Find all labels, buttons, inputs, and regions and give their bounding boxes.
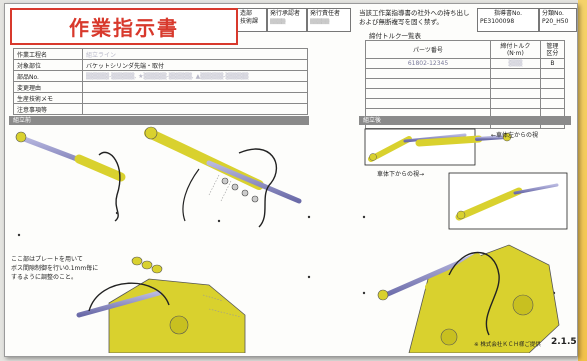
- document-title: 作業指示書: [69, 16, 179, 40]
- section-before-bar: 組立前: [9, 116, 309, 125]
- form-row: 部品No.▒▒▒▒▒-▒▒▒▒▒, ★▒▒▒▒▒-▒▒▒▒▒, ▲▒▒▒▒▒-▒…: [13, 70, 308, 82]
- torque-cell: [365, 78, 491, 89]
- footer-company: ※ 株式会社ＫＣＨ様ご提供: [474, 342, 541, 348]
- class-number-value: P20_H50: [542, 18, 569, 25]
- section-after-label: 組立後: [363, 117, 382, 124]
- form-row: 注意事項等: [13, 103, 308, 115]
- doc-number-label: 指導書No.: [494, 10, 522, 17]
- torque-row: 61802-12345 ▒▒▒ B: [365, 58, 566, 69]
- torque-cell: [539, 78, 566, 89]
- section-after-bar: 組立後: [359, 116, 571, 125]
- form-key: 部品No.: [13, 70, 83, 82]
- torque-row: [365, 98, 566, 109]
- form-key: 注意事項等: [13, 103, 83, 115]
- torque-cell: [365, 98, 491, 109]
- form-value-blurred: ▒▒▒▒▒-▒▒▒▒▒, ★▒▒▒▒▒-▒▒▒▒▒, ▲▒▒▒▒▒-▒▒▒▒▒: [82, 70, 308, 82]
- class-number-label: 分類No.: [542, 10, 564, 17]
- form-value: バケットシリンダ先端・取付: [82, 59, 308, 71]
- header-cell-approver: 発行承認者 ▒▒▒▒: [267, 8, 307, 32]
- cylinder-after-right: [415, 132, 512, 147]
- doc-number-cell: 指導書No. PE3100098: [477, 8, 539, 32]
- torque-cell: [490, 78, 541, 89]
- view-left-label: ←車体左からの視: [491, 132, 539, 139]
- form-row: 対象部位バケットシリンダ先端・取付: [13, 59, 308, 71]
- view-bottom-label: 車体下からの視→: [377, 171, 425, 178]
- cylinder-before-1: [15, 131, 126, 222]
- header-cell-label: 発行承認者: [270, 10, 301, 17]
- form-value: 組立ライン: [82, 48, 308, 60]
- form-row: 変更理由: [13, 81, 308, 93]
- torque-header: 締付トルク (N·m): [490, 40, 541, 59]
- form-key: 変更理由: [13, 81, 83, 93]
- torque-header: 管理 区分: [539, 40, 566, 59]
- torque-cell: [365, 88, 491, 99]
- cylinder-after-inset-1: [364, 128, 476, 166]
- class-number-cell: 分類No. P20_H50: [539, 8, 577, 32]
- confidentiality-note: 当該工作業指導書の社外への持ち出し および無断複写を固く禁ず。: [359, 9, 470, 26]
- header-cell-responsible: 発行責任者 ▒▒▒▒▒: [307, 8, 351, 32]
- torque-table-title: 締付トルク一覧表: [369, 32, 421, 40]
- section-before-label: 組立前: [13, 117, 32, 124]
- form-key: 対象部位: [13, 59, 83, 71]
- page-number: 2.1.5: [551, 337, 577, 347]
- document-title-badge: 作業指示書: [10, 8, 238, 45]
- adjustment-note: ここ部はプレートを用いて ボス間隙制御を行い0.1mm毎に するように調整のこと…: [11, 256, 99, 281]
- form-row: 作業工程名組立ライン: [13, 48, 308, 60]
- assembly-drawing: [15, 126, 568, 353]
- torque-cell: [539, 88, 566, 99]
- torque-cell: [490, 98, 541, 109]
- header-cell-blur: ▒▒▒▒: [270, 19, 286, 25]
- cylinder-after-inset-2: [448, 172, 568, 230]
- form-key: 作業工程名: [13, 48, 83, 60]
- torque-cell: [539, 68, 566, 79]
- header-cell-value: 技術課: [240, 18, 259, 25]
- torque-cell: [490, 88, 541, 99]
- torque-header: パーツ番号: [365, 40, 491, 59]
- form-value: [82, 92, 308, 104]
- form-value: [82, 81, 308, 93]
- header-cell-label: 発行責任者: [310, 10, 341, 17]
- form-row: 生産技術メモ: [13, 92, 308, 104]
- background-strip: [578, 0, 587, 361]
- torque-cell-blurred: ▒▒▒: [490, 58, 541, 69]
- torque-row: [365, 68, 566, 79]
- torque-cell: B: [539, 58, 566, 69]
- torque-row: [365, 88, 566, 99]
- cylinder-before-2: [144, 126, 302, 228]
- torque-cell: [365, 68, 491, 79]
- torque-cell: [490, 68, 541, 79]
- machine-body-before: [76, 256, 246, 353]
- work-instruction-sheet: 造部 技術課 発行承認者 ▒▒▒▒ 発行責任者 ▒▒▒▒▒ 当該工作業指導書の社…: [4, 3, 578, 357]
- form-key: 生産技術メモ: [13, 92, 83, 104]
- torque-cell: [539, 98, 566, 109]
- machine-body-after: [377, 244, 560, 353]
- header-cell-label: 造部: [240, 10, 253, 17]
- torque-header-row: パーツ番号 締付トルク (N·m) 管理 区分: [365, 40, 566, 59]
- torque-row: [365, 78, 566, 89]
- header-cell-blur: ▒▒▒▒▒: [310, 19, 330, 25]
- doc-number-value: PE3100098: [480, 18, 515, 25]
- form-table: 作業工程名組立ライン 対象部位バケットシリンダ先端・取付 部品No.▒▒▒▒▒-…: [13, 48, 308, 115]
- torque-cell: 61802-12345: [365, 58, 491, 69]
- header-cell-dept: 造部 技術課: [237, 8, 267, 32]
- form-value: [82, 103, 308, 115]
